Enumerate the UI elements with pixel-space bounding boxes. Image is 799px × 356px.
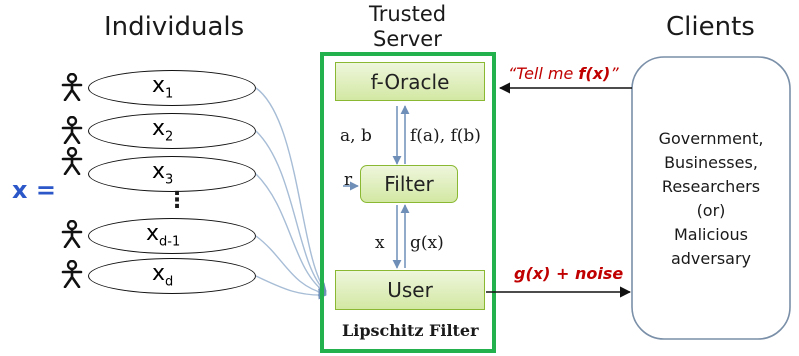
record-label-2: x2 (152, 116, 174, 145)
person-icon (61, 116, 83, 144)
individuals-heading: Individuals (104, 12, 245, 42)
record-label-1: x1 (152, 73, 174, 102)
person-icon (61, 220, 83, 248)
record-ellipse-5 (88, 258, 256, 294)
request-message: “Tell me f(x)” (508, 64, 619, 83)
database-equals: = (35, 176, 56, 204)
record-to-user-curve-2 (255, 130, 327, 293)
database-label: x = (12, 176, 56, 204)
trusted-heading-line2: Server (373, 27, 442, 51)
record-label-4: xd-1 (146, 221, 181, 250)
records-ellipsis: ⋮ (166, 188, 188, 213)
clients-heading: Clients (666, 12, 755, 42)
person-icon (61, 73, 83, 101)
database-x: x (12, 176, 28, 204)
client-line-5: Malicious (673, 225, 748, 244)
trusted-heading-line1: Trusted (369, 2, 447, 26)
record-ellipse-2 (88, 113, 256, 149)
client-line-3: Researchers (661, 177, 761, 196)
client-box (631, 56, 791, 340)
response-message: g(x) + noise (514, 264, 624, 283)
record-label-5: xd (152, 261, 174, 290)
filter-node: Filter (360, 165, 458, 203)
record-to-user-curve-1 (255, 87, 327, 292)
client-line-4: (or) (696, 201, 726, 220)
f-oracle-node: f-Oracle (335, 62, 485, 101)
person-icon (61, 260, 83, 288)
record-ellipse-4 (88, 218, 256, 254)
lipschitz-filter-label: Lipschitz Filter (342, 321, 479, 340)
query-label: a, b (340, 126, 372, 146)
record-to-user-curve-3 (255, 173, 327, 294)
gx-label: g(x) (410, 233, 444, 253)
user-node: User (335, 270, 485, 310)
client-line-6: adversary (670, 249, 752, 268)
record-label-3: x3 (152, 159, 174, 188)
record-to-user-curve-4 (255, 235, 327, 297)
answer-label: f(a), f(b) (410, 126, 481, 146)
client-line-2: Businesses, (664, 153, 758, 172)
client-line-1: Government, (658, 129, 764, 148)
record-to-user-curve-5 (255, 275, 327, 300)
client-description: Government, Businesses, Researchers (or)… (632, 127, 790, 271)
x-label: x (375, 233, 385, 253)
trusted-server-frame (320, 52, 496, 353)
r-label: r (344, 170, 353, 190)
record-ellipse-3 (88, 156, 256, 192)
record-ellipse-1 (88, 70, 256, 106)
person-icon (61, 147, 83, 175)
